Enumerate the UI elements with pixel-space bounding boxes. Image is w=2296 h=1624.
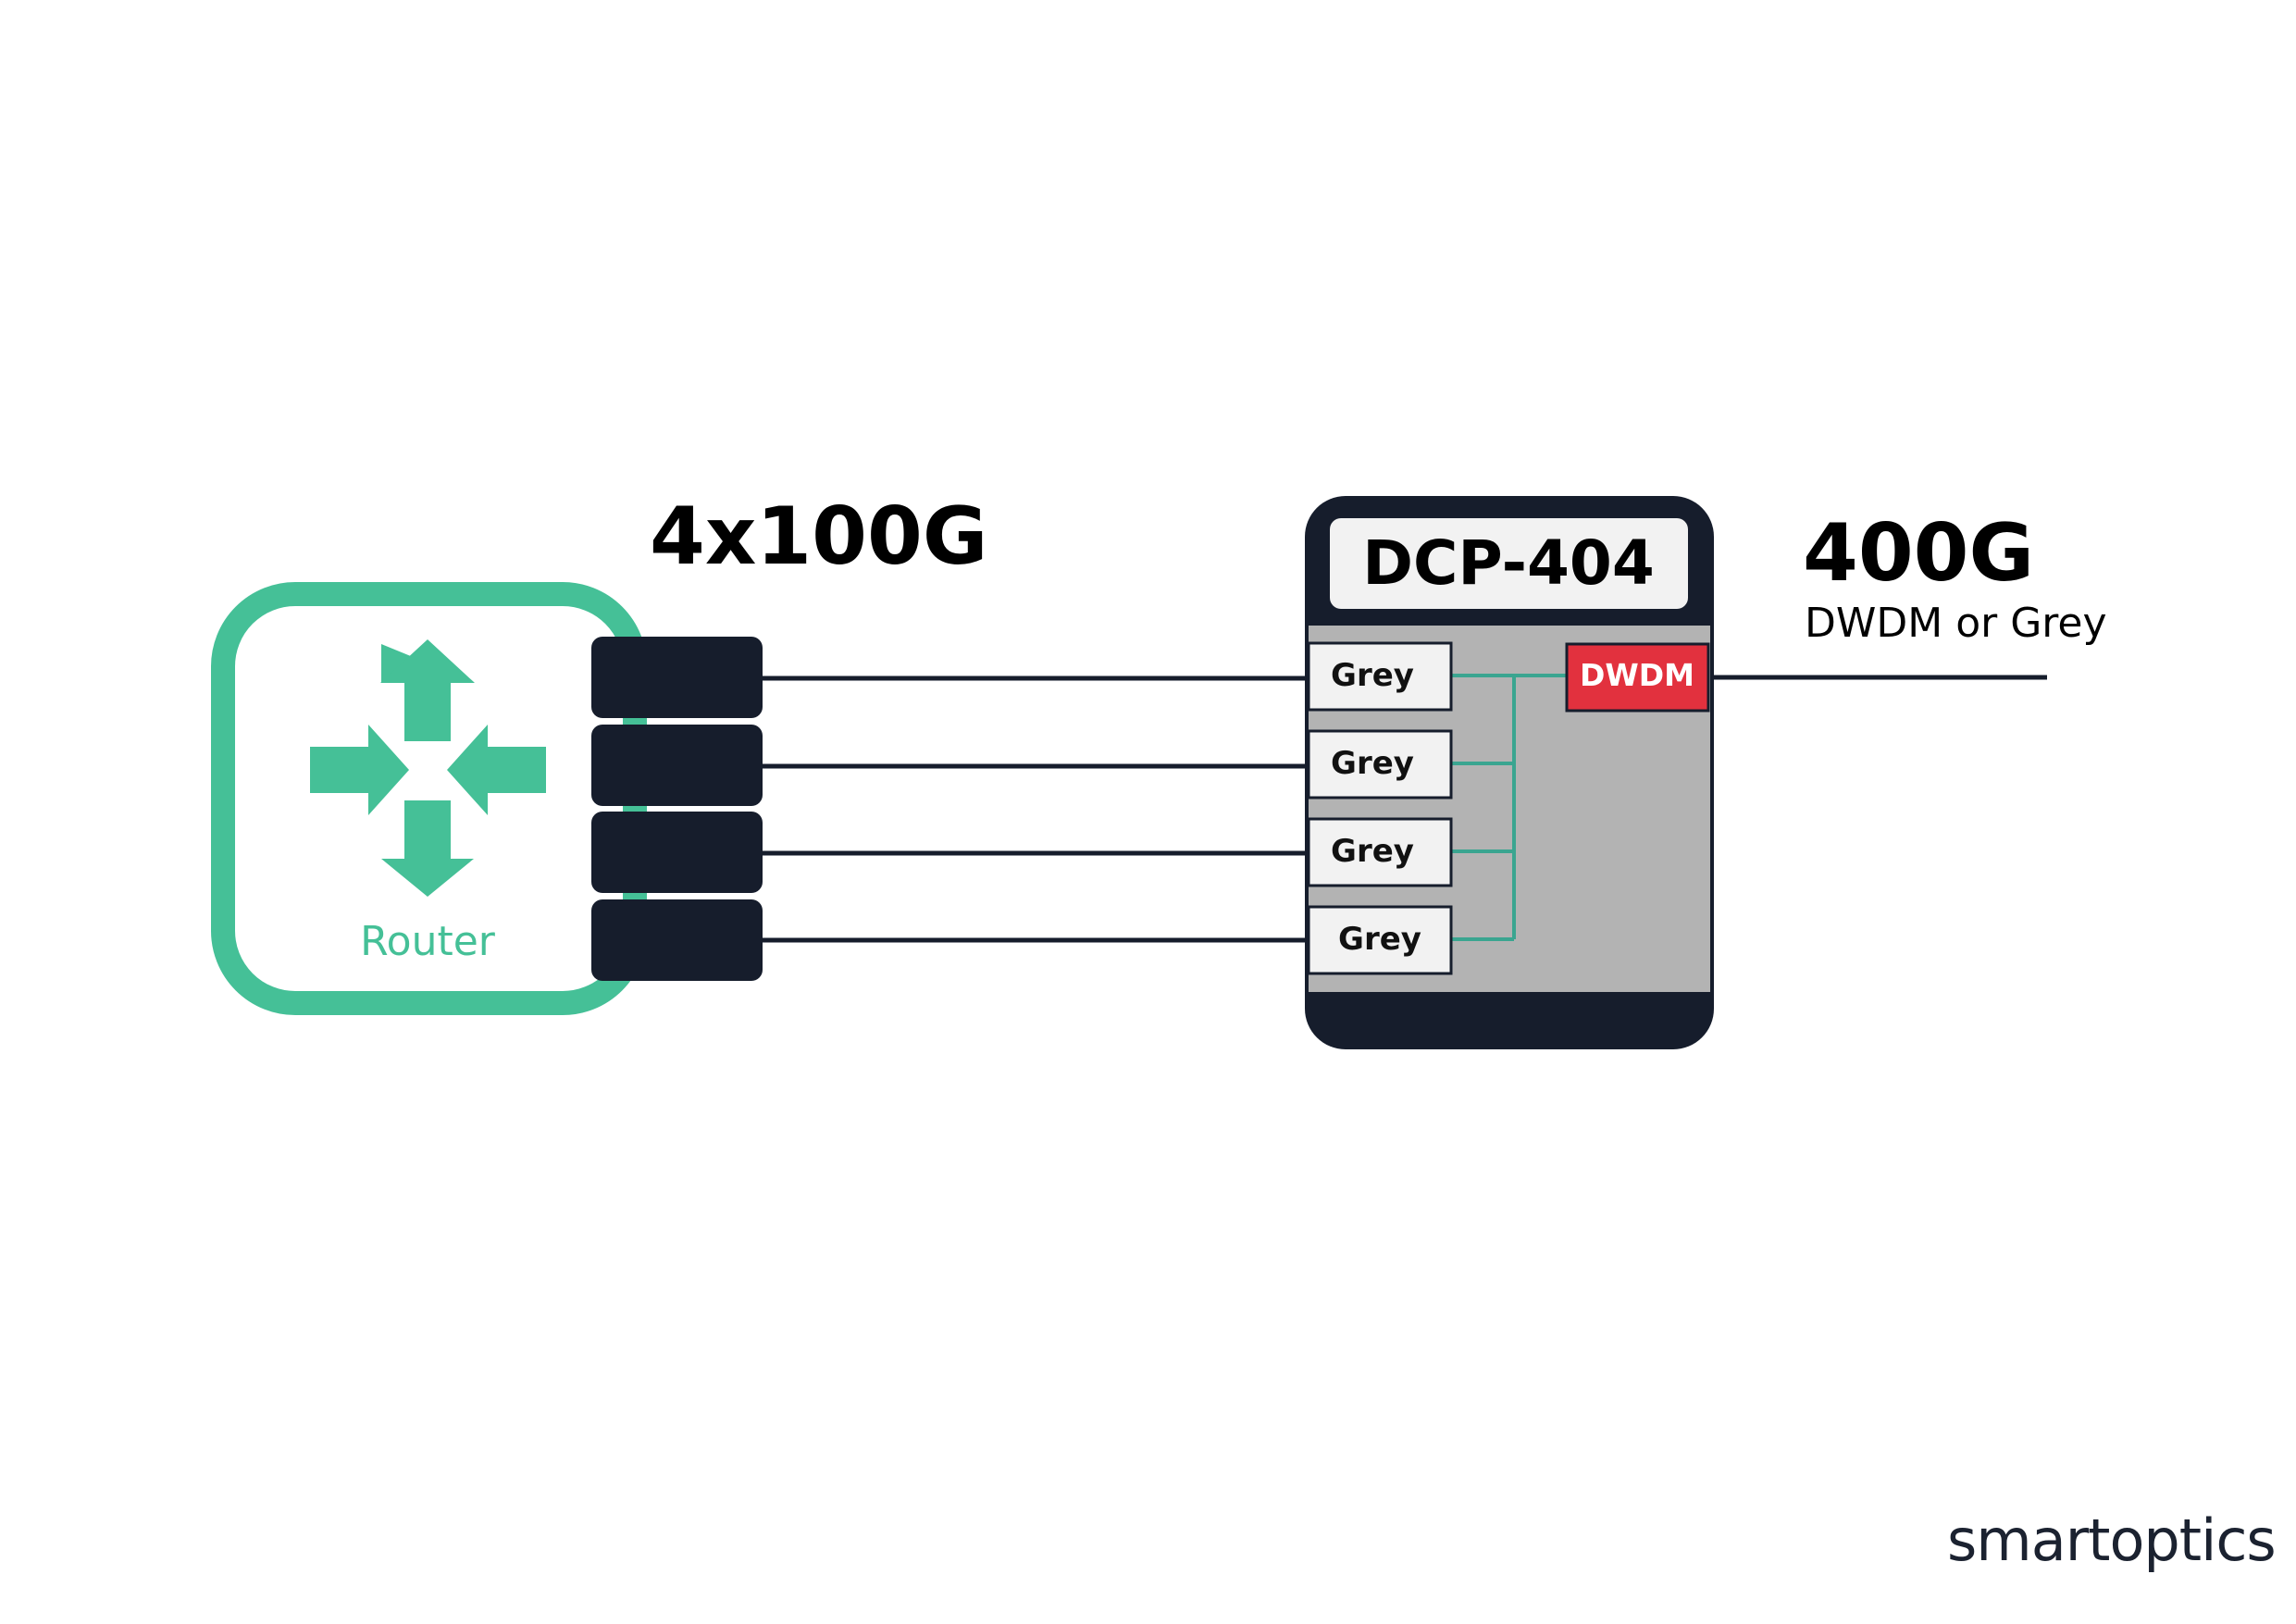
brand-logo: smartoptics: [1947, 1506, 2276, 1574]
router-port-1[interactable]: [591, 637, 763, 718]
grey-module-4[interactable]: Grey: [1307, 905, 1453, 975]
port-links: [759, 676, 1314, 943]
device: DCP-404 Grey Grey Grey: [1305, 496, 1714, 1049]
grey-module-label: Grey: [1331, 657, 1414, 694]
router-ports: [591, 637, 763, 981]
router-label: Router: [360, 918, 496, 965]
left-link-label: 4x100G: [650, 490, 987, 583]
device-name-plate: [1330, 518, 1688, 609]
router-port-2[interactable]: [591, 725, 763, 806]
dwdm-module[interactable]: DWDM: [1565, 642, 1710, 713]
grey-module-3[interactable]: Grey: [1307, 817, 1453, 887]
router-port-3[interactable]: [591, 812, 763, 893]
right-link-label: 400G: [1803, 507, 2034, 600]
device-name: DCP-404: [1362, 527, 1655, 599]
grey-module-2[interactable]: Grey: [1307, 729, 1453, 800]
internal-links: [1451, 674, 1567, 941]
dwdm-module-label: DWDM: [1580, 657, 1694, 693]
grey-modules: Grey Grey Grey Grey: [1307, 641, 1453, 975]
router-port-4[interactable]: [591, 899, 763, 981]
grey-module-1[interactable]: Grey: [1307, 641, 1453, 712]
grey-module-label: Grey: [1331, 745, 1414, 782]
router-arrow-up: [380, 639, 475, 741]
grey-module-label: Grey: [1338, 921, 1421, 958]
grey-module-label: Grey: [1331, 833, 1414, 870]
right-link-sublabel: DWDM or Grey: [1805, 600, 2107, 647]
